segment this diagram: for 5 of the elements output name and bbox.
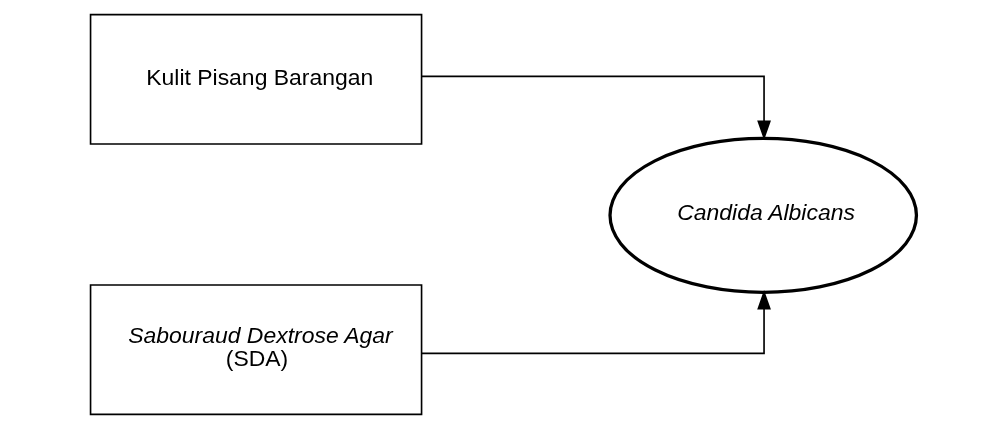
node-box: Kulit Pisang Barangan [89,13,422,145]
arrow [420,289,771,355]
node-box: Sabouraud Dextrose Agar (SDA) [89,284,422,416]
node-ellipse: Candida Albicans [607,136,918,294]
arrow [420,75,771,141]
